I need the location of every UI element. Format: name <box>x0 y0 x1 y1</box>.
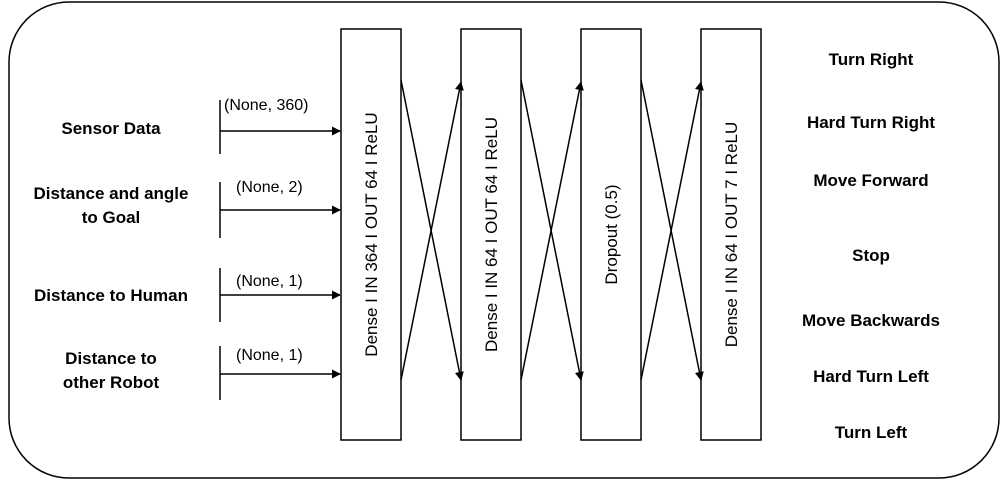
input-distance-other-robot: Distance to other Robot (None, 1) <box>63 346 341 400</box>
input-label: Sensor Data <box>61 119 161 138</box>
layer-label: Dense I IN 364 I OUT 64 I ReLU <box>362 112 381 356</box>
input-distance-angle-goal: Distance and angle to Goal (None, 2) <box>34 179 341 238</box>
input-shape: (None, 1) <box>236 273 303 290</box>
input-label: Distance to <box>65 349 157 368</box>
output-turn-left: Turn Left <box>835 423 908 442</box>
output-move-backwards: Move Backwards <box>802 311 940 330</box>
layer-dense-2: Dense I IN 64 I OUT 64 I ReLU <box>460 28 522 441</box>
layer-box <box>460 28 522 441</box>
input-sensor-data: Sensor Data (None, 360) <box>61 97 341 154</box>
input-label: Distance and angle <box>34 184 189 203</box>
input-shape: (None, 360) <box>224 97 309 114</box>
output-labels: Turn Right Hard Turn Right Move Forward … <box>802 50 940 442</box>
layer-dropout: Dropout (0.5) <box>580 28 642 441</box>
input-shape: (None, 1) <box>236 347 303 364</box>
output-move-forward: Move Forward <box>813 171 928 190</box>
layer-dense-3: Dense I IN 64 I OUT 7 I ReLU <box>700 28 762 441</box>
input-distance-human: Distance to Human (None, 1) <box>34 268 341 322</box>
output-stop: Stop <box>852 246 890 265</box>
output-turn-right: Turn Right <box>829 50 914 69</box>
connection-arrow-up <box>400 81 464 381</box>
layer-box <box>340 28 402 441</box>
layer-label: Dense I IN 64 I OUT 7 I ReLU <box>722 122 741 348</box>
connection-arrow-up <box>640 81 704 381</box>
output-hard-turn-right: Hard Turn Right <box>807 113 935 132</box>
layer-label: Dropout (0.5) <box>602 184 621 284</box>
input-label-line2: to Goal <box>82 208 141 227</box>
input-label: Distance to Human <box>34 286 188 305</box>
input-label-line2: other Robot <box>63 373 160 392</box>
layer-box <box>700 28 762 441</box>
layer-connections <box>400 79 704 381</box>
layer-label: Dense I IN 64 I OUT 64 I ReLU <box>482 117 501 352</box>
output-hard-turn-left: Hard Turn Left <box>813 367 929 386</box>
input-shape: (None, 2) <box>236 179 303 196</box>
layer-box <box>580 28 642 441</box>
connection-arrow-up <box>520 81 584 381</box>
layer-dense-1: Dense I IN 364 I OUT 64 I ReLU <box>340 28 402 441</box>
